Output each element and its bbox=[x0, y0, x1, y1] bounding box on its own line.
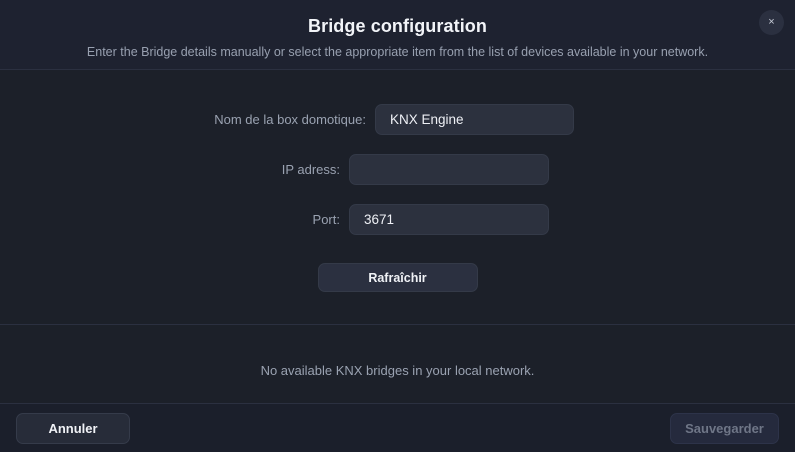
ip-address-input[interactable] bbox=[349, 154, 549, 185]
dialog-subtitle: Enter the Bridge details manually or sel… bbox=[86, 44, 709, 59]
dialog-body: Nom de la box domotique: IP adress: Port… bbox=[0, 70, 795, 403]
device-name-input[interactable] bbox=[375, 104, 574, 135]
form-row-port: Port: bbox=[0, 204, 795, 235]
section-divider bbox=[0, 324, 795, 325]
device-name-label: Nom de la box domotique: bbox=[214, 112, 366, 127]
refresh-button-wrap: Rafraîchir bbox=[0, 263, 795, 292]
form-row-device-name: Nom de la box domotique: bbox=[0, 104, 795, 135]
refresh-button[interactable]: Rafraîchir bbox=[317, 263, 478, 292]
dialog-header: Bridge configuration Enter the Bridge de… bbox=[0, 0, 795, 70]
dialog-footer: Annuler Sauvegarder bbox=[0, 403, 795, 452]
form-row-ip-address: IP adress: bbox=[0, 154, 795, 185]
save-button[interactable]: Sauvegarder bbox=[670, 412, 779, 444]
close-icon[interactable]: × bbox=[759, 10, 784, 35]
ip-address-label: IP adress: bbox=[281, 162, 340, 177]
bridges-status-message: No available KNX bridges in your local n… bbox=[260, 363, 535, 378]
bridge-form: Nom de la box domotique: IP adress: Port… bbox=[0, 104, 795, 292]
dialog-title: Bridge configuration bbox=[308, 15, 487, 36]
port-input[interactable] bbox=[349, 204, 549, 235]
port-label: Port: bbox=[312, 212, 340, 227]
cancel-button[interactable]: Annuler bbox=[16, 412, 130, 444]
